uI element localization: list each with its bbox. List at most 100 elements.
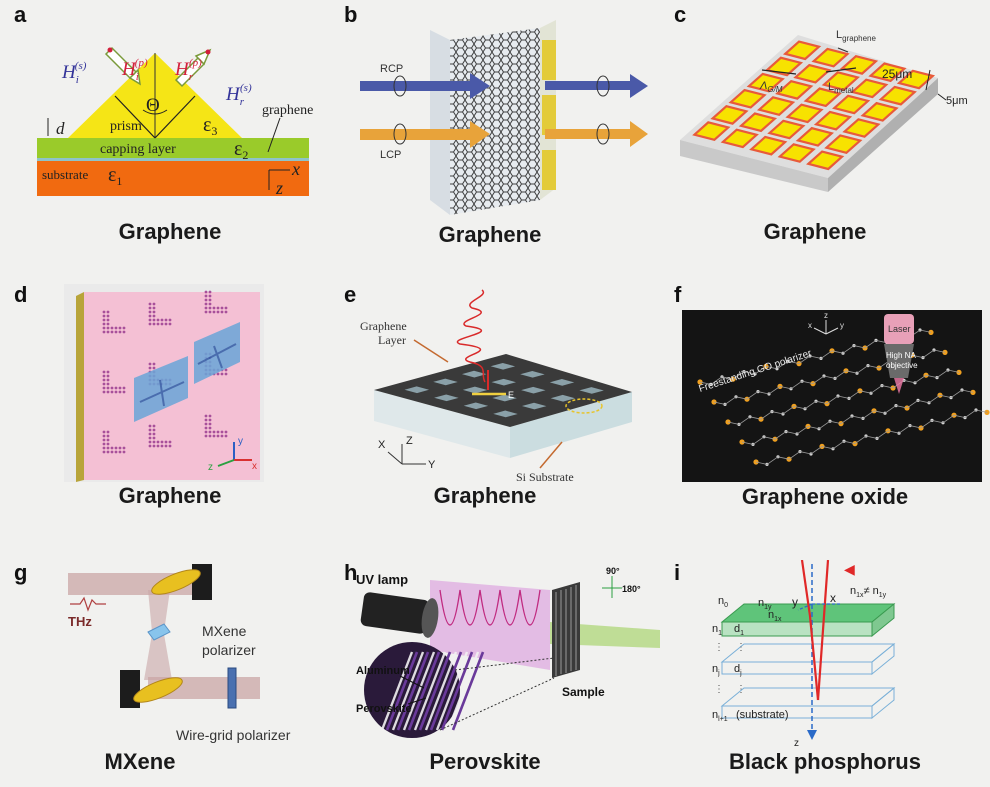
axes-icon: z y x [808, 311, 844, 335]
svg-text:⋮: ⋮ [736, 642, 746, 653]
rcp-beam [360, 73, 648, 99]
graphene-square [493, 410, 518, 418]
metasurface-side [430, 30, 450, 215]
capping-label: capping layer [100, 142, 176, 157]
hr-s-label: Hr(s) [225, 82, 252, 108]
objective-label-1: High NA [886, 351, 916, 360]
panel-i-figure: ◀ x y z n1y n1x n1x≠ n1y n0 n1 d1 ⋮ ⋮ nj… [712, 560, 896, 749]
svg-text:Y: Y [428, 459, 436, 471]
substrate-edge [76, 292, 84, 482]
metal-tile [860, 101, 899, 122]
panel-b-figure: RCP LCP [360, 20, 648, 215]
eps1-label: ε1 [108, 164, 122, 188]
metal-tile [878, 85, 917, 106]
metal-tile [782, 40, 822, 61]
in-plane-axes [797, 603, 842, 611]
uv-lamp-label: UV lamp [356, 572, 408, 587]
sample-label: Sample [562, 685, 605, 699]
polarization-plane-2 [194, 322, 240, 384]
perovskite-stripe [429, 651, 463, 731]
l-shape [102, 370, 126, 394]
graphene-square [549, 379, 575, 386]
angle-indicator: 90° 180° [602, 566, 641, 598]
z-axis-label: z [275, 178, 283, 198]
metal-tile [756, 96, 796, 116]
incident-arrow [104, 46, 141, 86]
metal-tile [793, 63, 832, 84]
hr-p-label: Hr(p) [174, 57, 202, 83]
n1x-label: n1x [768, 609, 782, 623]
graphene-square [462, 386, 488, 394]
capping-layer [37, 138, 309, 158]
metal-tile [832, 94, 871, 115]
panel-h: h UV lamp Sample 90° 180° Aluminum Perov… [330, 560, 660, 787]
axes-icon: Z Y X [378, 435, 436, 471]
substrate-side-right [828, 78, 938, 192]
substrate-layer [37, 160, 309, 196]
metal-tile [850, 78, 889, 99]
mxene-sample [147, 623, 171, 641]
hi-p-label: Hi(p) [121, 57, 148, 83]
graphene-square [461, 370, 487, 378]
graphene-square [463, 402, 489, 410]
svg-text:y: y [840, 321, 844, 330]
hi-s-label: Hi(s) [61, 60, 87, 86]
nj-label: nj [712, 663, 720, 677]
panel-b: b RCP LCP Graphene [330, 0, 660, 255]
lambda-label: ΛG/M [759, 80, 783, 94]
thz-pulse [70, 596, 106, 612]
graphene-square [520, 370, 545, 378]
svg-text:⋮: ⋮ [714, 684, 724, 695]
metal-tile [868, 62, 907, 83]
substrate-label: (substrate) [736, 709, 789, 721]
svg-text:Z: Z [406, 435, 413, 447]
anisotropy-label: n1x≠ n1y [850, 585, 887, 599]
panel-c-figure: Lgraphene Lmetal ΛG/M 25μm 5μm [680, 29, 968, 192]
svg-text:z: z [824, 311, 828, 320]
panel-caption: Graphene [118, 483, 222, 508]
panel-caption: Black phosphorus [729, 749, 921, 774]
svg-text:y: y [238, 436, 243, 447]
mxene-label-2: polarizer [202, 642, 256, 658]
x-axis-label: x [291, 159, 300, 179]
substrate-side-left [680, 140, 828, 192]
mirror-2 [133, 677, 183, 703]
graphene-square [434, 394, 459, 402]
i-z-label: z [794, 738, 799, 749]
laser-label: Laser [888, 324, 911, 334]
i-x-label: x [830, 591, 836, 605]
laser-body [884, 314, 914, 344]
svg-text:E: E [508, 390, 514, 400]
metal-tile [896, 69, 936, 90]
uv-lamp-body [360, 592, 430, 634]
square-array [404, 362, 604, 418]
metal-tile [777, 143, 816, 163]
aluminum-stripe [424, 651, 458, 731]
objective-label-2: objective [886, 361, 918, 370]
aluminum-label: Aluminum [356, 665, 410, 677]
dark-background [682, 310, 982, 482]
panel-a: a Hi(s) Hi(p) Hr(p) Hr(s) Θ ε3 prism cap… [0, 0, 330, 255]
svg-text:◀: ◀ [844, 561, 855, 577]
sample-grating [552, 582, 580, 678]
metal-tile [785, 103, 824, 124]
aluminum-stripe [413, 651, 447, 731]
panel-label: b [344, 2, 358, 27]
svg-text:90°: 90° [606, 566, 620, 576]
panel-label: g [14, 560, 28, 585]
aluminum-stripe [402, 651, 436, 731]
metal-tile [806, 150, 845, 171]
svg-text:⋮: ⋮ [736, 684, 746, 695]
n1-label: n1 [712, 623, 722, 637]
svg-text:z: z [208, 462, 213, 473]
metal-tile [767, 119, 806, 140]
go-chain [727, 369, 960, 425]
lcp-label: LCP [380, 149, 401, 161]
panel-caption: Graphene oxide [741, 484, 909, 509]
svg-text:x: x [252, 461, 257, 472]
substrate-layer [720, 686, 896, 720]
polarization-plane-1 [134, 356, 188, 422]
l-shape [204, 290, 228, 314]
graphene-square [433, 378, 458, 386]
panel-d: d y x z Graphene [0, 282, 330, 522]
